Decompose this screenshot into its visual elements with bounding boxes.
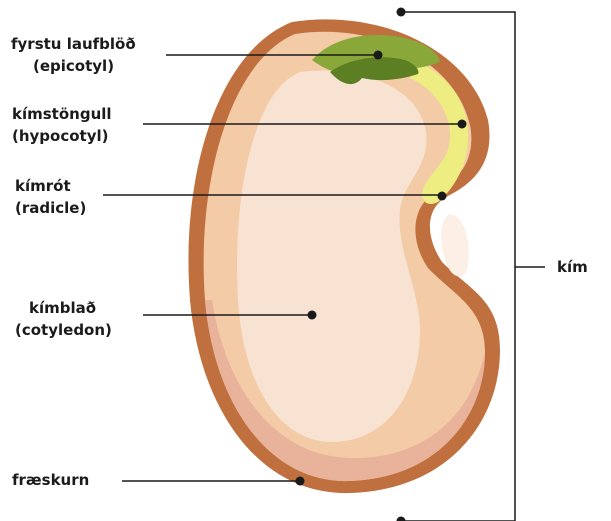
dot-embryo-bottom	[397, 517, 406, 521]
label-epicotyl-latin: (epicotyl)	[11, 55, 136, 77]
label-hypocotyl: kímstöngull (hypocotyl)	[12, 103, 112, 147]
label-embryo: kím	[557, 256, 588, 278]
dot-seed-coat	[296, 477, 305, 486]
cotyledon-inner	[237, 70, 426, 442]
dot-embryo-top	[397, 8, 406, 17]
label-cotyledon: kímblað (cotyledon)	[15, 297, 112, 341]
label-radicle-name: kímrót	[15, 175, 86, 197]
label-hypocotyl-name: kímstöngull	[12, 103, 112, 125]
label-cotyledon-latin: (cotyledon)	[15, 319, 112, 341]
dot-cotyledon	[308, 311, 317, 320]
label-epicotyl-name: fyrstu laufblöð	[11, 33, 136, 55]
dot-hypocotyl	[458, 120, 467, 129]
label-hypocotyl-latin: (hypocotyl)	[12, 125, 112, 147]
dot-radicle	[438, 192, 447, 201]
label-epicotyl: fyrstu laufblöð (epicotyl)	[11, 33, 136, 77]
label-seed-coat: fræskurn	[12, 469, 89, 491]
label-embryo-name: kím	[557, 256, 588, 278]
label-cotyledon-name: kímblað	[15, 297, 112, 319]
label-seed-coat-name: fræskurn	[12, 469, 89, 491]
label-radicle-latin: (radicle)	[15, 197, 86, 219]
label-radicle: kímrót (radicle)	[15, 175, 86, 219]
dot-epicotyl	[374, 51, 383, 60]
